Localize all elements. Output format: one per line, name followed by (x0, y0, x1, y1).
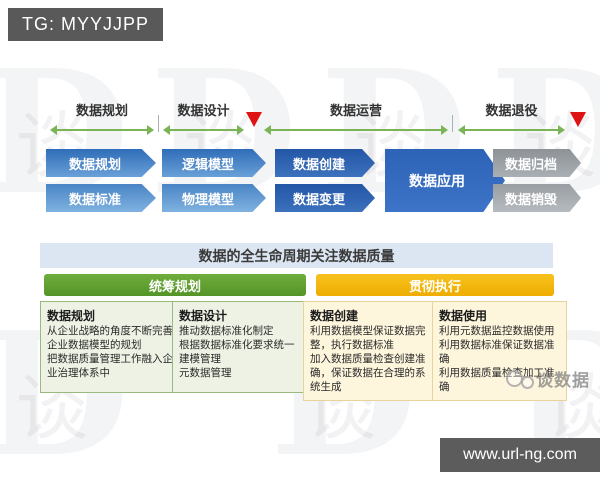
phase-retirement: 数据退役 (458, 100, 565, 135)
stage-group-retirement: 数据归档 数据销毁 (493, 149, 581, 212)
detail-box-line: 推动数据标准化制定 (179, 325, 274, 337)
stage-chevron: 数据销毁 (493, 184, 581, 212)
telegram-badge: TG: MYYJJPP (8, 8, 164, 41)
stage-group-design: 逻辑模型 物理模型 (162, 149, 266, 212)
phase-divider (452, 115, 453, 132)
detail-box-line: 利用数据标准保证数据准确 (439, 338, 555, 365)
detail-box-data-creation: 数据创建 利用数据模型保证数据完整，执行数据标准 加入数据质量检查创建准确，保证… (303, 301, 441, 401)
detail-box-line: 加入数据质量检查创建准确，保证数据在合理的系统生成 (310, 352, 426, 393)
span-arrow (50, 125, 154, 135)
detail-box-title: 数据规划 (47, 309, 96, 323)
stage-chevron: 数据归档 (493, 149, 581, 177)
stage-chevron: 数据创建 (275, 149, 375, 177)
detail-box-line: 元数据管理 (179, 366, 232, 379)
logo-watermark-stamp: D 谈 (490, 48, 600, 248)
detail-box-title: 数据创建 (310, 309, 359, 323)
span-arrow (163, 125, 244, 135)
detail-box-data-design: 数据设计 推动数据标准化制定 根据数据标准化要求统一建模管理 元数据管理 (172, 301, 310, 393)
detail-box-line: 利用数据质量检查加工准确 (439, 366, 555, 393)
website-bar: www.url-ng.com (440, 438, 600, 472)
stage-group-planning: 数据规划 数据标准 (46, 149, 156, 212)
stage-chevron: 数据规划 (46, 149, 156, 177)
detail-box-title: 数据设计 (179, 309, 228, 323)
phase-design: 数据设计 (163, 100, 244, 135)
phase-label: 数据运营 (329, 103, 382, 118)
span-arrow (264, 125, 448, 135)
detail-box-line: 把数据质量管理工作融入企业治理体系中 (47, 352, 173, 379)
detail-box-title: 数据使用 (439, 309, 488, 323)
stage-chevron: 数据标准 (46, 184, 156, 212)
phase-label: 数据退役 (485, 103, 538, 118)
section-header-planning: 统筹规划 (44, 274, 306, 296)
phase-divider (158, 115, 159, 132)
phase-label: 数据规划 (75, 103, 128, 118)
logo-watermark: 谈数据 (506, 366, 590, 391)
stage-chevron: 数据变更 (275, 184, 375, 212)
span-arrow (458, 125, 565, 135)
logo-watermark-stamp: D 谈 (320, 48, 490, 248)
detail-box-line: 利用数据模型保证数据完整，执行数据标准 (310, 325, 426, 351)
milestone-marker-icon (570, 112, 586, 127)
section-header-execution: 贯彻执行 (316, 274, 554, 296)
detail-box-data-planning: 数据规划 从企业战略的角度不断完善企业数据模型的规划 把数据质量管理工作融入企业… (40, 301, 180, 393)
speech-bubble-icon (521, 376, 534, 389)
logo-watermark-stamp: D 谈 (0, 48, 152, 248)
stage-chevron: 逻辑模型 (162, 149, 266, 177)
milestone-marker-icon (246, 112, 262, 127)
phase-operations: 数据运营 (264, 100, 448, 135)
logo-watermark-text: 谈数据 (536, 371, 590, 390)
detail-box-line: 利用元数据监控数据使用 (439, 325, 555, 337)
detail-box-data-usage: 数据使用 利用元数据监控数据使用 利用数据标准保证数据准确 利用数据质量检查加工… (432, 301, 567, 401)
logo-watermark-stamp: D 谈 (150, 48, 320, 248)
stage-big-arrow-application: 数据应用 (385, 149, 505, 212)
stage-chevron: 物理模型 (162, 184, 266, 212)
detail-box-line: 从企业战略的角度不断完善企业数据模型的规划 (47, 325, 173, 351)
phase-label: 数据设计 (177, 103, 230, 118)
detail-box-line: 根据数据标准化要求统一建模管理 (179, 338, 295, 365)
quality-banner: 数据的全生命周期关注数据质量 (40, 243, 553, 268)
stage-group-operations: 数据创建 数据变更 (275, 149, 375, 212)
phase-planning: 数据规划 (50, 100, 154, 135)
